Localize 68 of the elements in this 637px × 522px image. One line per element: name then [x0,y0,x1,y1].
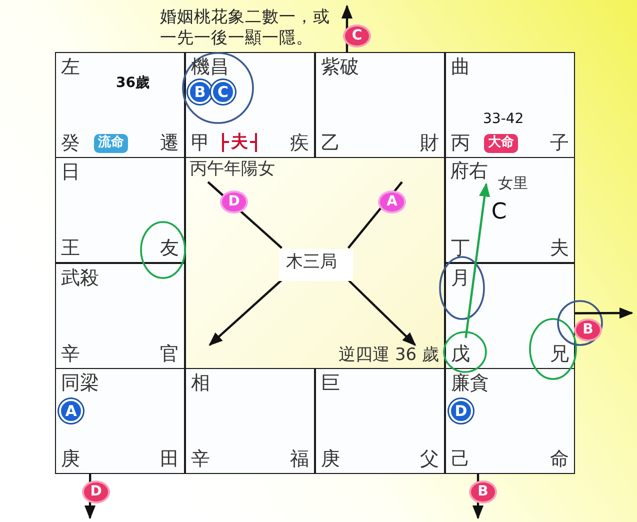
star-name: 府右 [450,160,490,185]
chart-heading: 丙午年陽女 [190,159,275,180]
stem-label: 辛 [191,448,210,470]
palace-label: 遷 [160,132,179,154]
palace-label: 父 [420,448,439,470]
arrow [208,279,282,346]
stem-label: 庚 [61,448,80,470]
palace-cell [55,157,185,262]
chart-label: 木三局 [279,249,353,281]
arrow [464,182,490,338]
stem-label: 乙 [321,132,340,154]
palace-label: 命 [550,448,569,470]
star-name: 武殺 [61,267,99,290]
palace-label: 子 [550,132,569,154]
star-name: 相 [191,372,210,395]
palace-label: 福 [290,448,309,470]
star-name: 曲 [451,56,470,79]
name-label: 女里 [498,174,528,192]
note-text: 婚姻桃花象二數一，或一先一後一顯一隱。 [160,6,331,49]
star-name: 左 [61,56,80,79]
palace-cell [55,263,185,368]
letter-badge: C [343,24,371,48]
palace-cell [445,263,575,368]
star-name: 紫破 [321,56,359,79]
age-label: 36歲 [116,75,150,92]
edge-label: C [491,200,507,224]
center-panel [185,157,445,368]
tag-badge: 大命 [484,134,518,153]
palace-mark: 夫 [222,133,257,152]
palace-cell [55,52,185,158]
chart-note: 逆四運 36 歲 [338,345,439,366]
palace-cell [445,52,575,158]
stem-label: 癸 [61,132,80,154]
tag-badge: 流命 [94,134,128,153]
stem-label: 庚 [321,448,340,470]
stem-label: 戊 [451,342,470,366]
stem-label: 王 [61,236,80,260]
star-name: 同梁 [61,372,99,395]
stem-label: 己 [451,448,470,470]
star-name: 日 [61,161,80,184]
star-name: 機昌 [191,56,229,79]
palace-label: 夫 [550,236,569,260]
stem-label: 辛 [61,342,80,366]
palace-label: 官 [160,342,179,366]
stem-label: 甲 [191,132,210,154]
letter-badge: D [82,480,110,504]
palace-label: 田 [160,448,179,470]
palace-label: 友 [160,236,179,260]
palace-label: 疾 [290,132,309,154]
palace-cell [445,157,575,262]
palace-cell [185,368,315,474]
star-name: 月 [451,267,470,290]
palace-label: 兄 [550,342,569,366]
age-range-label: 33-42 [483,111,524,128]
arrow [348,279,416,346]
letter-badge: B [469,480,497,504]
palace-label: 財 [420,132,439,154]
palace-cell [55,368,185,474]
palace-cell [185,52,315,158]
letter-badge: B [574,318,602,342]
star-name: 巨 [321,372,340,395]
stem-label: 丙 [451,132,470,154]
palace-cell [315,52,445,158]
stem-label: 丁 [451,236,470,260]
palace-cell [315,368,445,474]
star-name: 廉貪 [451,372,489,395]
arrow [575,307,634,319]
palace-cell [445,368,575,474]
